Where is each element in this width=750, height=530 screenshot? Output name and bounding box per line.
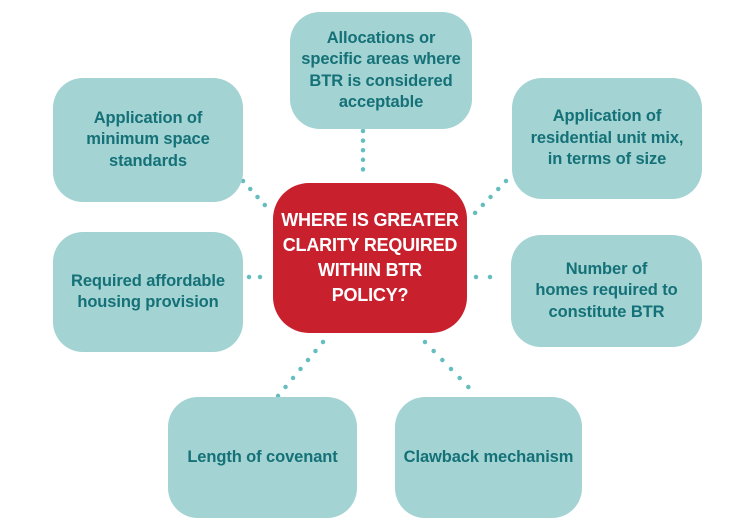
node-affordable-housing: Required affordable housing provision [53, 232, 243, 352]
node-length-of-covenant: Length of covenant [168, 397, 357, 518]
node-clawback-label: Clawback mechanism [403, 447, 574, 466]
center-question-label: WHERE IS GREATER CLARITY REQUIRED WITHIN… [281, 210, 459, 305]
node-length-of-covenant-label: Length of covenant [187, 447, 338, 466]
node-unit-mix: Application of residential unit mix, in … [512, 78, 702, 199]
node-allocations: Allocations or specific areas where BTR … [290, 12, 472, 129]
node-affordable-housing-label: Required affordable housing provision [71, 271, 225, 312]
connector-bottom-left [275, 339, 326, 399]
node-number-of-homes-label: Number of homes required to constitute B… [535, 259, 678, 321]
connector-top-left [240, 178, 275, 216]
connector-bottom-right [422, 339, 480, 399]
node-unit-mix-label: Application of residential unit mix, in … [530, 107, 684, 169]
node-clawback: Clawback mechanism [395, 397, 582, 518]
node-space-standards: Application of minimum space standards [53, 78, 243, 202]
node-allocations-label: Allocations or specific areas where BTR … [301, 28, 461, 112]
node-space-standards-label: Application of minimum space standards [86, 108, 210, 170]
center-question-box: WHERE IS GREATER CLARITY REQUIRED WITHIN… [273, 183, 467, 333]
node-number-of-homes: Number of homes required to constitute B… [511, 235, 702, 347]
connector-top-right [472, 178, 509, 216]
